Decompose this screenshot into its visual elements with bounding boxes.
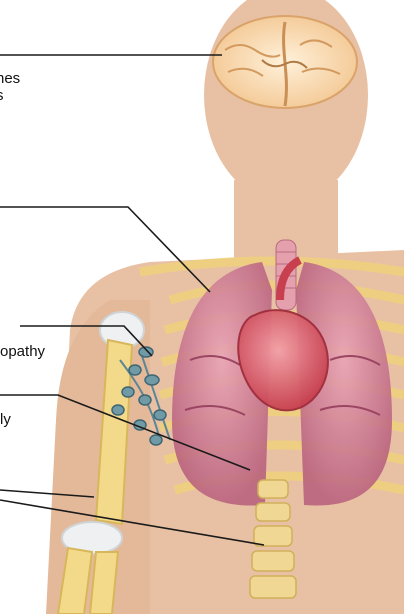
brain bbox=[213, 16, 357, 108]
label-lymphadenopathy: opathy bbox=[0, 343, 45, 360]
forearm-bone-2 bbox=[90, 552, 118, 614]
label-ly: ly bbox=[0, 411, 11, 428]
label-headaches: hes s bbox=[0, 70, 20, 104]
